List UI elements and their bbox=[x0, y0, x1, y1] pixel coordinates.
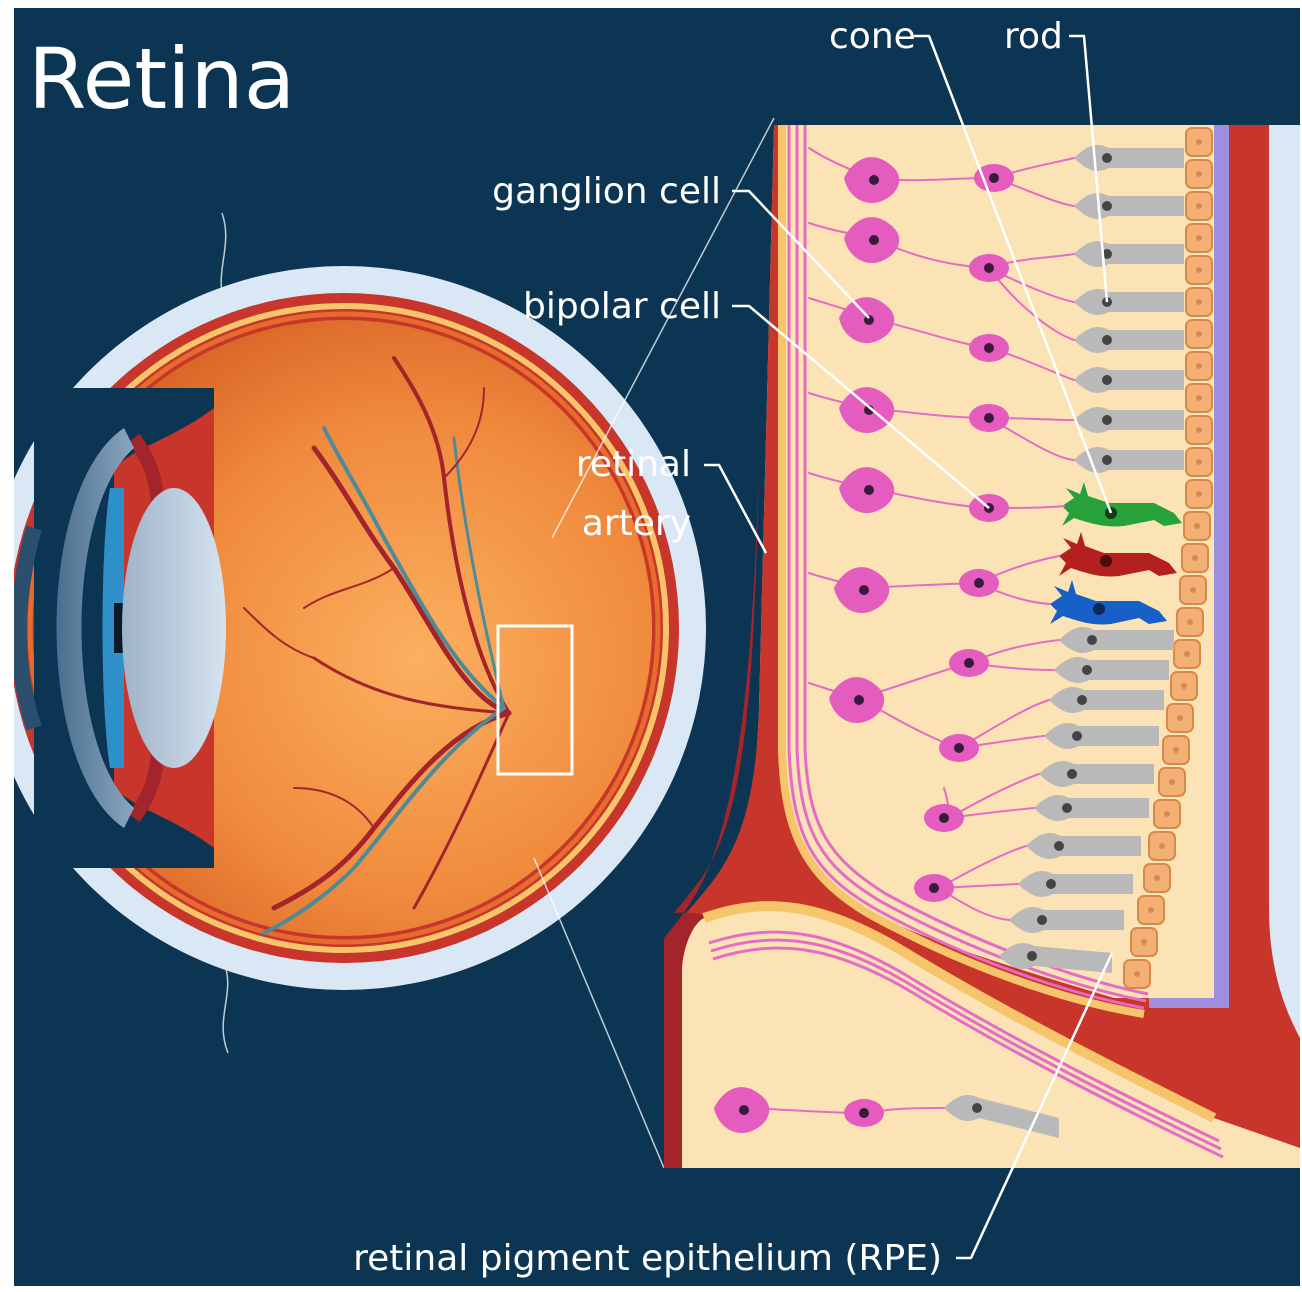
rod-cell bbox=[1074, 241, 1184, 267]
rod-cell bbox=[1074, 367, 1184, 393]
rod-cell bbox=[1039, 761, 1154, 787]
label-cone: cone bbox=[829, 16, 916, 57]
bipolar-cell bbox=[914, 874, 954, 902]
rod-cell bbox=[1074, 289, 1184, 315]
rod-cell bbox=[1044, 723, 1159, 749]
rod-cell bbox=[1074, 327, 1184, 353]
label-rod: rod bbox=[1004, 16, 1063, 57]
bipolar-cell bbox=[949, 649, 989, 677]
label-retinal-artery-line2: artery bbox=[582, 503, 691, 544]
bipolar-cell bbox=[959, 569, 999, 597]
bipolar-cell bbox=[924, 804, 964, 832]
rod-cell bbox=[1009, 907, 1124, 933]
lens bbox=[122, 488, 226, 768]
label-rpe: retinal pigment epithelium (RPE) bbox=[353, 1238, 942, 1279]
rod-cell bbox=[1049, 687, 1164, 713]
label-ganglion-cell: ganglion cell bbox=[492, 171, 721, 212]
retina-diagram: Retina bbox=[14, 8, 1300, 1286]
bipolar-cell bbox=[844, 1099, 884, 1127]
bipolar-cell bbox=[969, 334, 1009, 362]
page-title: Retina bbox=[28, 30, 295, 128]
rod-cell bbox=[1074, 407, 1184, 433]
rod-cell bbox=[1018, 871, 1133, 897]
rod-cell bbox=[1059, 627, 1174, 653]
rod-cell bbox=[1074, 193, 1184, 219]
bipolar-cell bbox=[939, 734, 979, 762]
rod-cell bbox=[1074, 145, 1184, 171]
label-bipolar-cell: bipolar cell bbox=[523, 286, 721, 327]
retina-diagram-frame: Retina bbox=[14, 8, 1300, 1286]
label-retinal-artery-line1: retinal bbox=[576, 444, 691, 485]
rod-cell bbox=[1054, 657, 1169, 683]
bipolar-cell bbox=[969, 254, 1009, 282]
bipolar-cell bbox=[969, 404, 1009, 432]
rod-cell bbox=[1026, 833, 1141, 859]
rod-cell bbox=[1034, 795, 1149, 821]
